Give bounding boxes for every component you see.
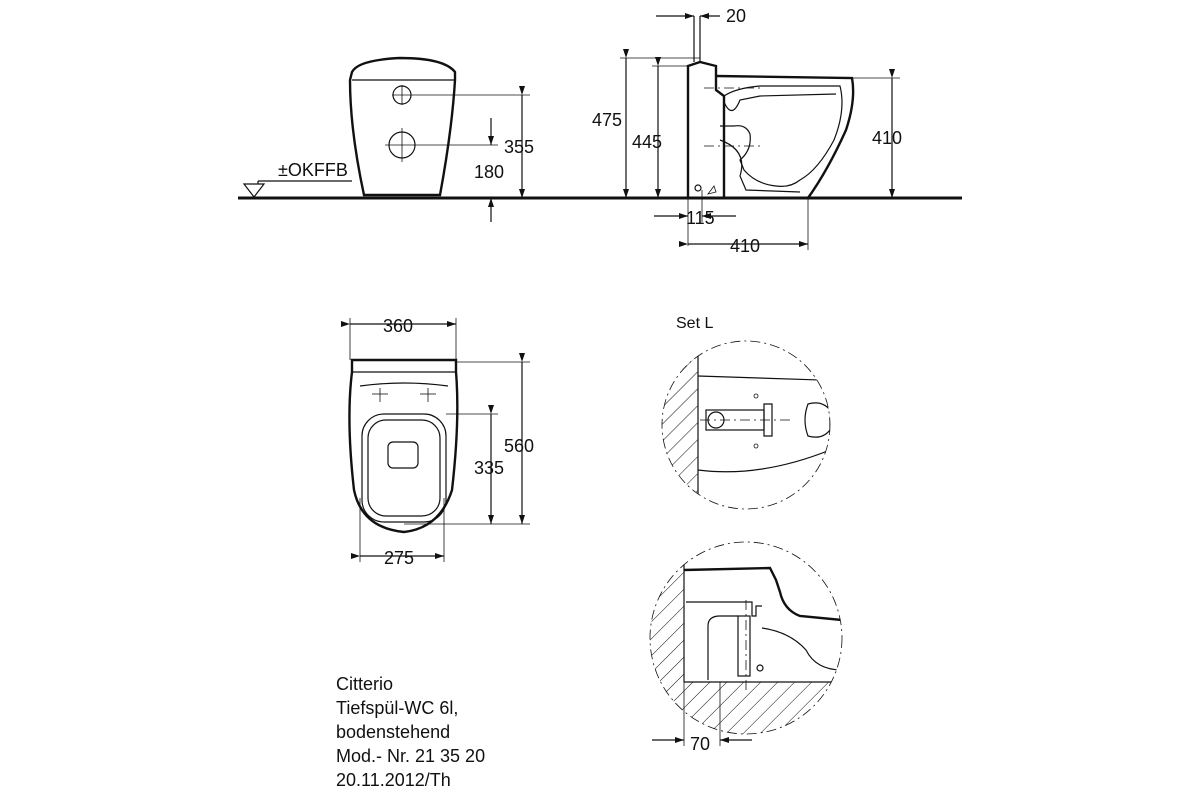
title-line-2: Tiefspül-WC 6l, — [336, 698, 458, 718]
dim-side-115: 115 — [686, 208, 715, 228]
side-view: 20 475 445 410 115 410 — [592, 6, 902, 256]
front-view: 355 180 ±OKFFB — [242, 56, 534, 222]
dim-side-20: 20 — [726, 6, 746, 26]
title-line-3: bodenstehend — [336, 722, 450, 742]
title-line-1: Citterio — [336, 674, 393, 694]
detail-section: 70 — [649, 541, 843, 754]
title-line-4: Mod.- Nr. 21 35 20 — [336, 746, 485, 766]
detail-set-label: Set L — [676, 315, 713, 332]
dim-front-355: 355 — [504, 137, 534, 157]
dim-side-410-height: 410 — [872, 128, 902, 148]
title-block: Citterio Tiefspül-WC 6l, bodenstehend Mo… — [336, 674, 485, 790]
dim-top-560: 560 — [504, 436, 534, 456]
detail-set-l: Set L — [661, 315, 831, 510]
floor-reference-label: ±OKFFB — [278, 160, 348, 180]
dim-top-275: 275 — [384, 548, 414, 568]
dim-side-410-depth: 410 — [730, 236, 760, 256]
dim-detail-70: 70 — [690, 734, 710, 754]
dim-top-360: 360 — [383, 316, 413, 336]
dim-side-445: 445 — [632, 132, 662, 152]
dim-side-475: 475 — [592, 110, 622, 130]
dim-front-180: 180 — [474, 162, 504, 182]
top-view: 360 560 335 275 — [341, 316, 534, 568]
title-line-5: 20.11.2012/Th — [336, 770, 451, 790]
dim-top-335: 335 — [474, 458, 504, 478]
